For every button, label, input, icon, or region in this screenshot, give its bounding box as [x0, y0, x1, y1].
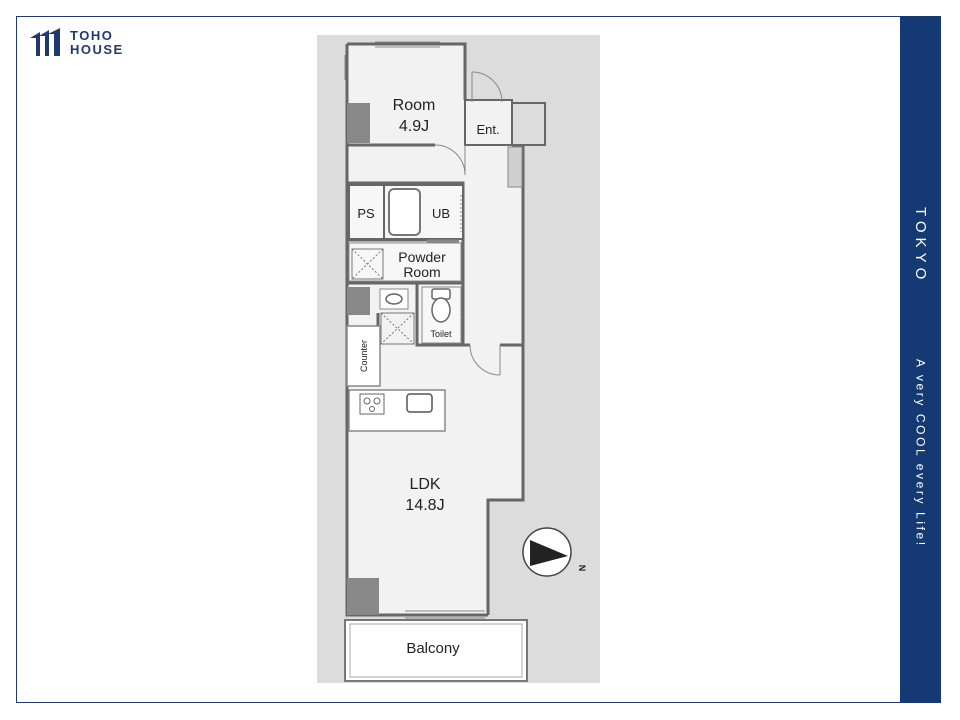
- toho-logo-icon: [30, 28, 60, 56]
- bathtub-icon: [388, 188, 421, 236]
- powder-room-label-2: Room: [403, 264, 440, 280]
- ldk-size: 14.8J: [405, 497, 444, 514]
- entrance-label: Ent.: [476, 122, 499, 137]
- compass-label: N: [577, 565, 587, 572]
- stove-icon: [359, 393, 385, 415]
- side-title: TOKYO: [912, 207, 929, 285]
- brand-logo: TOHO HOUSE: [28, 26, 124, 60]
- counter-label: Counter: [359, 340, 369, 372]
- room-label: Room: [393, 97, 436, 114]
- shoe-box: [507, 146, 523, 188]
- ldk-door-swing: [469, 344, 501, 376]
- entrance: [464, 99, 546, 146]
- washer-box-icon: [351, 248, 384, 280]
- windows: [344, 41, 485, 619]
- compass-icon: [522, 527, 572, 577]
- wash-basin-icon: [379, 288, 409, 310]
- counter: [346, 325, 381, 387]
- brand-line1: TOHO: [70, 28, 114, 43]
- wall-columns: [347, 103, 379, 615]
- side-panel: TOKYO A very COOL every Life!: [900, 16, 941, 703]
- room-size: 4.9J: [399, 118, 429, 135]
- toilet-icon: [431, 288, 451, 323]
- side-tagline: A very COOL every Life!: [913, 358, 928, 548]
- toilet-label: Toilet: [430, 329, 452, 339]
- sink-icon: [406, 393, 433, 413]
- powder-room-label-1: Powder: [398, 249, 446, 265]
- entrance-door-swing: [471, 71, 503, 103]
- ub-label: UB: [432, 206, 450, 221]
- fridge-space-icon: [380, 312, 415, 345]
- ldk-label: LDK: [409, 476, 440, 493]
- ps-label: PS: [357, 206, 375, 221]
- balcony: [344, 619, 528, 682]
- balcony-label: Balcony: [406, 640, 460, 657]
- brand-line2: HOUSE: [70, 42, 124, 57]
